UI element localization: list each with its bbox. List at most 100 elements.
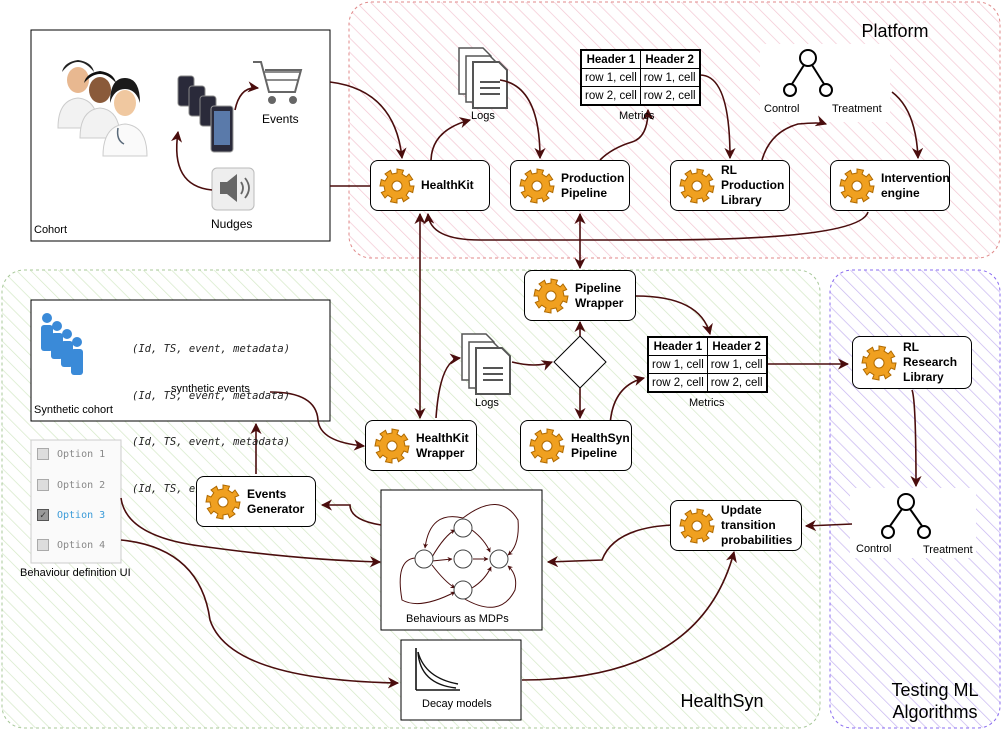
events-generator-label: Events Generator <box>247 486 305 516</box>
logs-label: Logs <box>471 110 495 122</box>
phones-icon <box>177 75 234 153</box>
arrow-decay-update <box>521 550 737 681</box>
checkmark-icon: ✓ <box>37 509 49 521</box>
option-checkbox[interactable]: Option 1 <box>37 448 105 460</box>
rl-production-library-label: RL Production Library <box>721 163 785 207</box>
gear-icon <box>529 427 565 464</box>
experiment-tree-icon <box>850 488 976 558</box>
rl-research-library-box: RL Research Library <box>852 336 972 389</box>
arrow-logs-production <box>499 79 546 160</box>
behaviour-ui-label: Behaviour definition UI <box>20 567 131 579</box>
rl-research-library-label: RL Research Library <box>903 340 958 384</box>
healthsyn-pipeline-label: HealthSyn Pipeline <box>571 430 630 460</box>
arrow-rl-tree <box>761 115 828 161</box>
table-header: Header 1 <box>580 49 641 69</box>
treatment-label: Treatment <box>923 544 973 556</box>
arrow-update-mdp <box>546 524 673 568</box>
healthkit-wrapper-label: HealthKit Wrapper <box>416 430 469 460</box>
rl-production-library-box: RL Production Library <box>670 160 790 211</box>
nudges-label: Nudges <box>211 217 253 231</box>
synthetic-cohort-label: Synthetic cohort <box>34 404 113 416</box>
event-line: (Id, TS, event, metadata) <box>132 343 291 355</box>
table-cell: row 1, cell <box>580 68 641 87</box>
gear-icon <box>374 427 410 464</box>
logs-label: Logs <box>475 397 499 409</box>
healthkit-label: HealthKit <box>421 178 474 192</box>
checkbox-icon <box>37 539 49 551</box>
speaker-icon <box>211 167 255 211</box>
gear-icon <box>519 167 555 204</box>
arrow-nudges-phones <box>170 130 213 191</box>
arrow-logs-diamond <box>511 360 554 371</box>
arrow-healthsyn-metrics <box>609 375 646 427</box>
option-checkbox[interactable]: ✓ Option 3 <box>37 509 105 521</box>
healthkit-box: HealthKit <box>370 160 490 211</box>
synthetic-events-label: synthetic events <box>171 383 250 395</box>
checkbox-icon <box>37 479 49 491</box>
arrow-ui-mdp <box>120 497 382 568</box>
logs-icon <box>458 47 508 109</box>
arrow-research-tree <box>910 389 922 488</box>
arrow-metrics-rl <box>699 74 736 160</box>
doctors-icon <box>57 60 148 157</box>
decay-chart-icon <box>415 648 460 691</box>
arrow-pipelinewrapper-metrics <box>635 295 713 336</box>
checkbox-icon <box>37 448 49 460</box>
arrow-healthkit-logs <box>430 117 472 161</box>
metrics-label: Metrics <box>689 397 725 409</box>
gear-icon <box>861 344 897 381</box>
table-cell: row 2, cell <box>639 86 701 106</box>
gear-icon <box>679 167 715 204</box>
pipeline-wrapper-label: Pipeline Wrapper <box>575 280 624 310</box>
table-cell: row 1, cell <box>639 68 701 87</box>
table-cell: row 1, cell <box>706 355 768 374</box>
healthsyn-pipeline-box: HealthSyn Pipeline <box>520 420 632 471</box>
table-cell: row 1, cell <box>647 355 708 374</box>
event-line: (Id, TS, event, metadata) <box>132 389 291 402</box>
metrics-label: Metrics <box>619 110 655 122</box>
table-cell: row 2, cell <box>706 373 768 393</box>
option-label: Option 2 <box>57 479 106 491</box>
platform-title: Platform <box>861 21 929 41</box>
decay-models-label: Decay models <box>422 698 492 710</box>
option-checkbox[interactable]: Option 2 <box>37 479 105 491</box>
control-label: Control <box>856 543 892 555</box>
experiment-tree-icon <box>760 44 890 122</box>
arrow-wrapper-logs <box>435 353 462 419</box>
arrow-cart-healthkit <box>329 81 407 160</box>
events-generator-box: Events Generator <box>196 476 316 527</box>
gear-icon <box>839 167 875 204</box>
table-header: Header 1 <box>647 336 708 356</box>
gear-icon <box>679 507 715 544</box>
option-label: Option 3 <box>57 509 106 521</box>
event-line: (Id, TS, event, metadata) <box>132 436 291 448</box>
events-label: Events <box>262 112 299 126</box>
healthsyn-title: HealthSyn <box>680 691 764 711</box>
gear-icon <box>533 277 569 314</box>
arrow-mdp-eventsgen <box>320 499 382 526</box>
table-cell: row 2, cell <box>647 373 708 393</box>
treatment-label: Treatment <box>832 103 882 115</box>
cohort-label: Cohort <box>34 224 68 236</box>
behaviours-mdps-label: Behaviours as MDPs <box>406 613 509 625</box>
arrow-tree-intervention <box>891 91 924 160</box>
production-pipeline-box: Production Pipeline <box>510 160 630 211</box>
production-pipeline-label: Production Pipeline <box>561 170 625 200</box>
gear-icon <box>379 167 415 204</box>
table-cell: row 2, cell <box>580 86 641 106</box>
synthetic-people-icon <box>41 313 83 375</box>
decay-box <box>400 639 522 721</box>
mdp-graph <box>399 504 519 608</box>
intervention-engine-label: Intervention engine <box>881 170 950 200</box>
option-checkbox[interactable]: Option 4 <box>37 539 105 551</box>
table-header: Header 2 <box>639 49 701 69</box>
pipeline-wrapper-box: Pipeline Wrapper <box>524 270 636 321</box>
control-label: Control <box>764 103 800 115</box>
arrow-production-metrics <box>599 108 654 161</box>
intervention-engine-box: Intervention engine <box>830 160 950 211</box>
testing-title-text: Testing ML Algorithms <box>891 680 979 722</box>
healthkit-wrapper-box: HealthKit Wrapper <box>365 420 477 471</box>
option-label: Option 4 <box>57 539 106 551</box>
option-label: Option 1 <box>57 448 106 460</box>
